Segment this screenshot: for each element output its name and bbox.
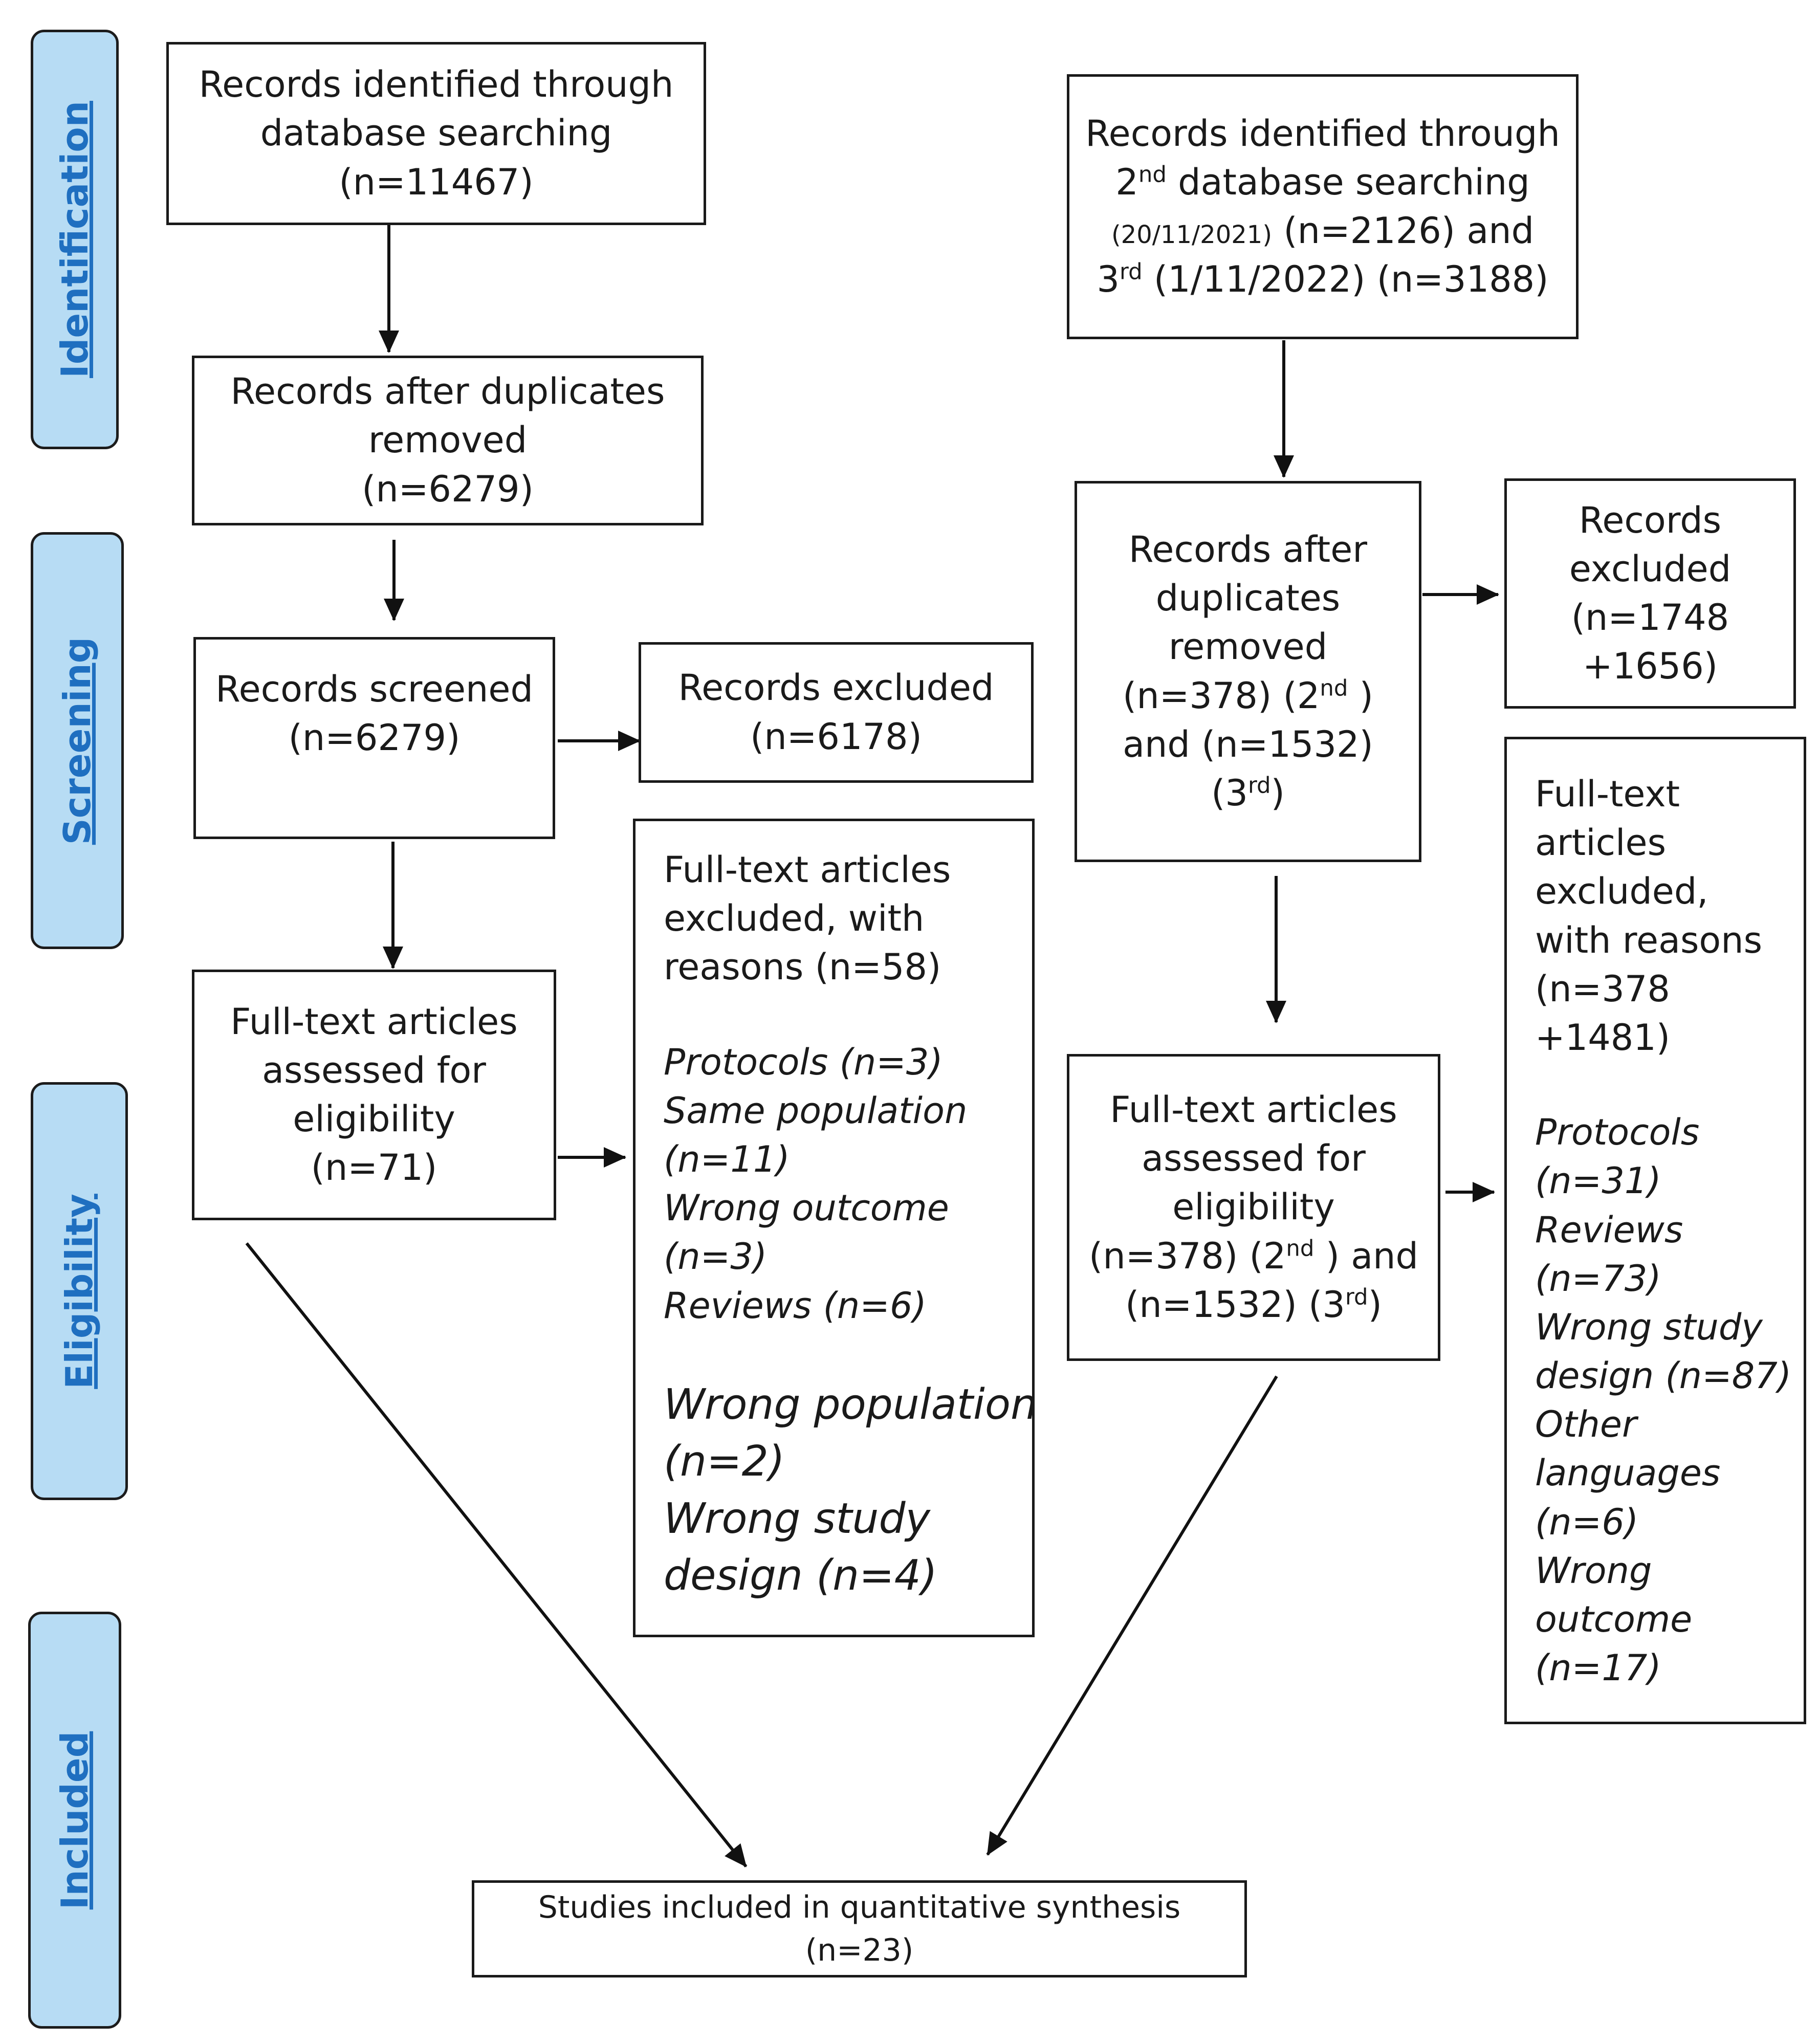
phase-identification: Identification xyxy=(31,30,119,449)
phase-label: Screening xyxy=(56,636,99,845)
phase-label: Eligibility xyxy=(58,1193,101,1389)
records-identified-2nd-3rd-box: Records identified through 2nd database … xyxy=(1067,74,1579,339)
fulltext-excluded-2-box: Full-text articles excluded, with reason… xyxy=(1504,737,1806,1724)
fulltext-assessed-box: Full-text articles assessed for eligibil… xyxy=(192,970,556,1220)
exclusion-reason: Wrong study xyxy=(1535,1306,1763,1348)
exclusion-reason: Wrong outcome xyxy=(664,1187,949,1229)
phase-eligibility: Eligibility xyxy=(31,1082,128,1500)
exclusion-reason: (n=6) xyxy=(1535,1501,1639,1543)
records-excluded-box: Records excluded (n=6178) xyxy=(639,642,1034,783)
records-after-duplicates-box: Records after duplicates removed (n=6279… xyxy=(192,356,704,525)
fulltext-excluded-box: Full-text articles excluded, with reason… xyxy=(633,819,1037,1637)
exclusion-reason: (n=31) xyxy=(1535,1160,1661,1202)
phase-screening: Screening xyxy=(31,532,124,949)
exclusion-reason: Wrong study xyxy=(664,1494,931,1543)
exclusion-reason: design (n=4) xyxy=(664,1551,937,1600)
arrow-assessed2-to-included xyxy=(986,1375,1278,1856)
exclusion-reason: languages xyxy=(1535,1452,1721,1494)
records-screened-box: Records screened (n=6279) xyxy=(193,637,555,839)
fulltext-assessed-2-box: Full-text articles assessed for eligibil… xyxy=(1067,1054,1440,1361)
exclusion-reason: Reviews (n=6) xyxy=(664,1284,927,1327)
records-excluded-2-box: Records excluded (n=1748 +1656) xyxy=(1504,478,1796,709)
studies-included-box: Studies included in quantitative synthes… xyxy=(472,1880,1247,1977)
exclusion-reason: (n=2) xyxy=(664,1437,785,1486)
exclusion-reason: Protocols xyxy=(1535,1111,1700,1154)
exclusion-reason: Wrong xyxy=(1535,1549,1652,1592)
exclusion-reason: Reviews xyxy=(1535,1208,1683,1251)
exclusion-reason: (n=3) xyxy=(664,1236,768,1278)
exclusion-reason: (n=11) xyxy=(664,1138,790,1180)
exclusion-reason: (n=17) xyxy=(1535,1647,1661,1689)
records-after-duplicates-2-box: Records after duplicates removed (n=378)… xyxy=(1075,481,1421,862)
arrow-assessed-to-included xyxy=(245,1242,748,1867)
exclusion-reason: (n=73) xyxy=(1535,1257,1661,1300)
phase-label: Included xyxy=(53,1731,96,1909)
exclusion-reason: Protocols (n=3) xyxy=(664,1041,943,1083)
exclusion-reason: outcome xyxy=(1535,1598,1693,1640)
exclusion-reason: Wrong population xyxy=(664,1380,1037,1429)
exclusion-reason: design (n=87) xyxy=(1535,1355,1792,1397)
records-identified-box: Records identified through database sear… xyxy=(166,42,706,225)
exclusion-reason: Same population xyxy=(664,1089,968,1132)
phase-included: Included xyxy=(28,1612,121,2029)
phase-label: Identification xyxy=(53,101,96,378)
exclusion-reason: Other xyxy=(1535,1403,1637,1446)
